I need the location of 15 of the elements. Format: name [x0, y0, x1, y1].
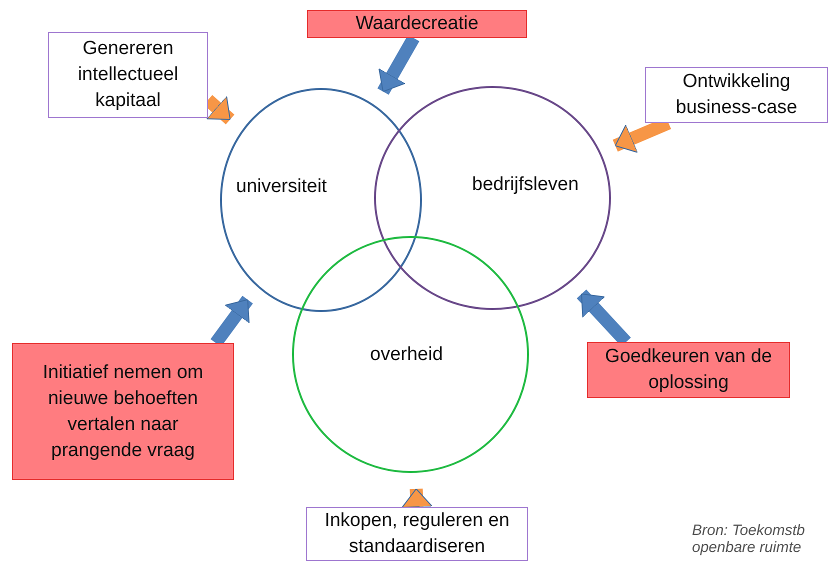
source-note: Bron: Toekomstb openbare ruimte	[692, 522, 806, 556]
circle-label: overheid	[370, 343, 443, 367]
venn-circle	[220, 88, 422, 312]
text-box: Inkopen, reguleren en standaardiseren	[306, 507, 528, 561]
block-arrow	[402, 488, 432, 508]
text-box: Goedkeuren van de oplossing	[587, 342, 790, 398]
venn-circle	[292, 236, 529, 473]
venn-circle	[374, 86, 611, 310]
circle-label: bedrijfsleven	[472, 173, 579, 197]
circle-label: universiteit	[236, 175, 327, 199]
text-box: Waardecreatie	[307, 10, 527, 38]
block-arrow	[204, 95, 234, 124]
text-box: Initiatief nemen om nieuwe behoeften vertalen naar prangende vraag	[12, 343, 234, 480]
text-box: Ontwikkeling business-case	[645, 67, 828, 123]
text-box: Genereren intellectueel kapitaal	[48, 32, 208, 118]
